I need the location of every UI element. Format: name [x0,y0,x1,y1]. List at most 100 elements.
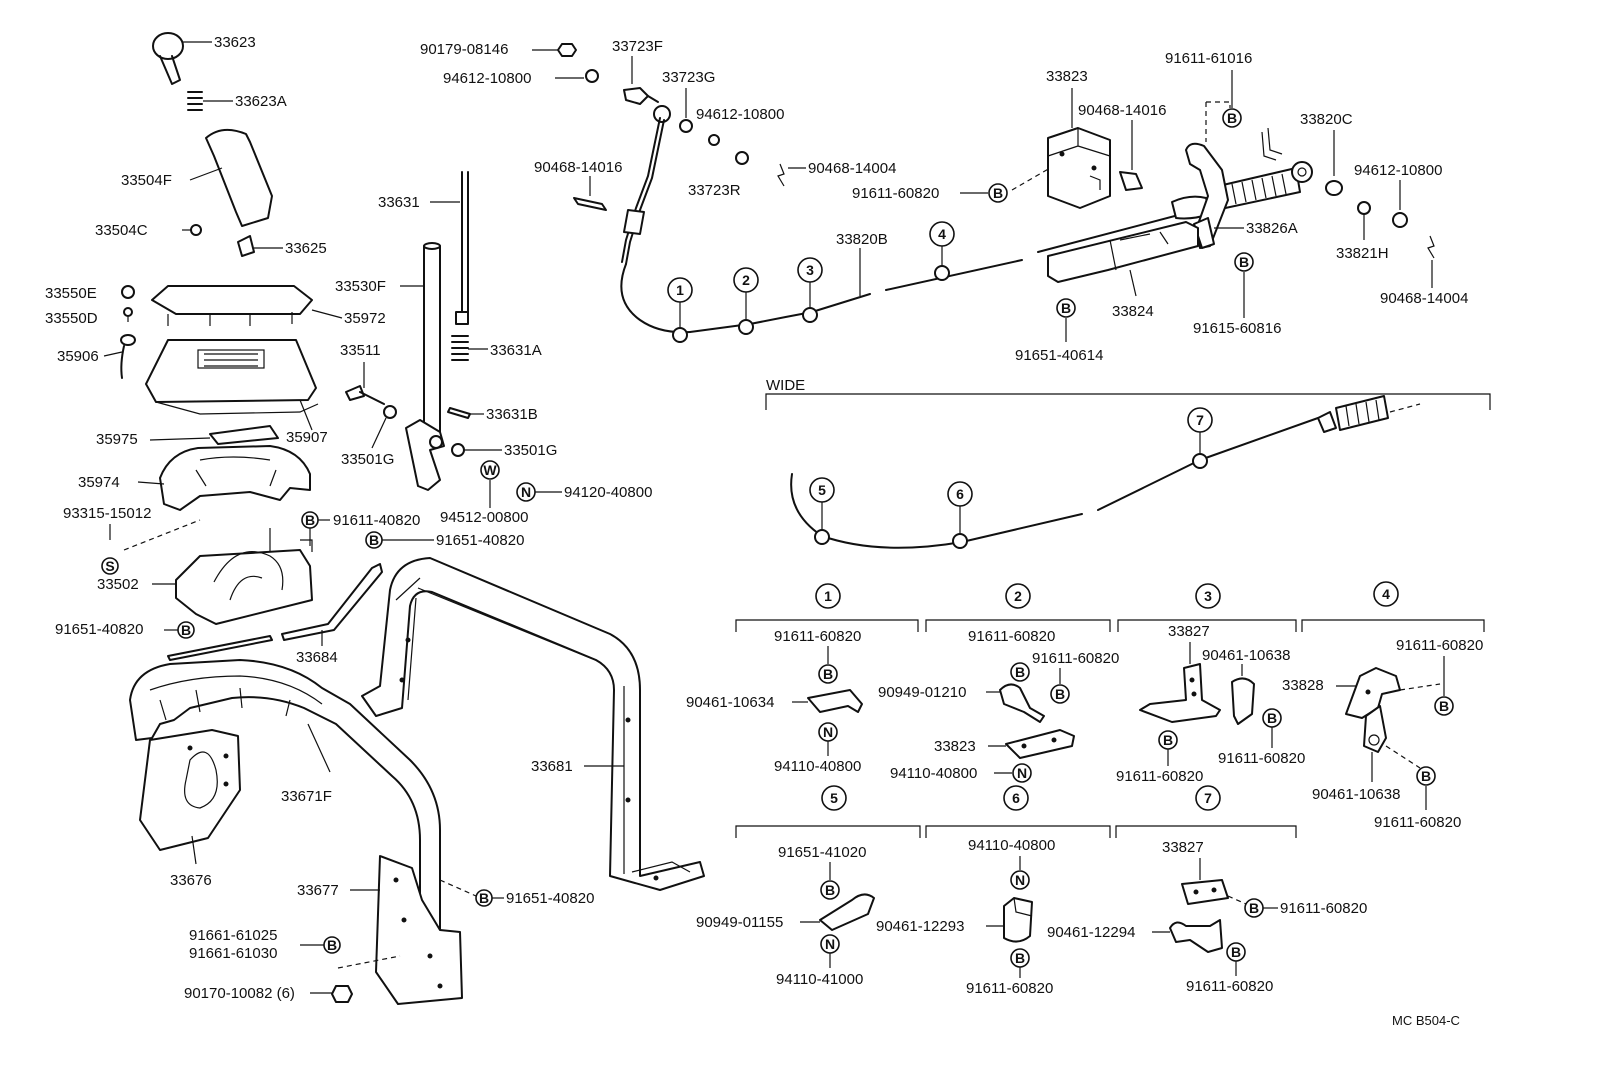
s7-label-91611-60820-b: 91611-60820 [1186,978,1273,995]
s4-label-91611-60820-b: 91611-60820 [1374,814,1461,831]
label-90468-14016-a: 90468-14016 [534,159,622,176]
bolt-symbol-91615-60816 [1234,252,1254,272]
label-33821H: 33821H [1336,245,1389,262]
label-33501G-a: 33501G [341,451,394,468]
s1-label-94110-40800: 94110-40800 [774,758,861,775]
svg-text:B: B [1439,698,1449,714]
label-91651-40820-b: 91651-40820 [436,532,524,549]
label-35975: 35975 [96,431,138,448]
label-33820B: 33820B [836,231,888,248]
svg-text:7: 7 [1196,412,1204,428]
svg-text:B: B [1227,110,1237,126]
label-33504F: 33504F [121,172,172,189]
label-33631B: 33631B [486,406,538,423]
shift-lever-group: 33631 33530F 33631A 33511 33631B 33501G … [335,171,652,526]
svg-text:5: 5 [818,482,826,498]
svg-text:B: B [1421,768,1431,784]
label-33631: 33631 [378,194,420,211]
svg-text:4: 4 [1382,586,1390,602]
label-33723G: 33723G [662,69,715,86]
label-33676: 33676 [170,872,212,889]
label-33625: 33625 [285,240,327,257]
label-33723F: 33723F [612,38,663,55]
label-35974: 35974 [78,474,120,491]
detail-section-2: 2 91611-60820 B 91611-60820 B 90949-0121… [878,583,1119,783]
detail-section-5: 5 91651-41020 B 90949-01155 N 94110-4100… [696,785,921,988]
svg-text:N: N [825,936,835,952]
cable-bracket-group: 33823 90468-14016 91611-60820 B 33824 B … [852,68,1199,364]
svg-text:B: B [369,532,379,548]
s2-label-94110-40800: 94110-40800 [890,765,977,782]
label-33671F: 33671F [281,788,332,805]
label-35907: 35907 [286,429,328,446]
s7-label-91611-60820-a: 91611-60820 [1280,900,1367,917]
s7-label-90461-12294: 90461-12294 [1047,924,1135,941]
label-91661-61030: 91661-61030 [189,945,277,962]
svg-text:W: W [483,462,497,478]
bolt-symbol-91651-40614 [1056,298,1076,318]
svg-text:B: B [327,937,337,953]
label-94120-40800: 94120-40800 [564,484,652,501]
main-cable-group: 1 2 3 4 33820B 33826A B 91611-61016 [667,50,1468,343]
bolt-symbol-91661 [323,936,341,954]
svg-text:7: 7 [1204,790,1212,806]
label-91611-61016: 91611-61016 [1165,50,1252,67]
svg-text:B: B [305,512,315,528]
svg-text:B: B [1239,254,1249,270]
svg-text:B: B [181,622,191,638]
label-91611-40820: 91611-40820 [333,512,420,529]
s2-label-91611-60820-a: 91611-60820 [968,628,1055,645]
bolt-symbol-91611-61016 [1222,108,1242,128]
svg-text:B: B [1267,710,1277,726]
label-94612-10800-c: 94612-10800 [1354,162,1442,179]
svg-text:B: B [1231,944,1241,960]
detail-section-4: 4 91611-60820 B 33828 B 90461-10638 9161… [1282,581,1485,831]
s3-label-91611-60820-a: 91611-60820 [1116,768,1203,785]
s4-label-33828: 33828 [1282,677,1324,694]
label-33504C: 33504C [95,222,148,239]
frame-bracket-group: 33671F 33676 33677 33681 B 91651-40820 9… [129,557,705,1005]
svg-text:N: N [823,724,833,740]
svg-text:B: B [823,666,833,682]
s1-label-91611-60820: 91611-60820 [774,628,861,645]
detail-section-7: 7 33827 B 91611-60820 90461-12294 B 9161… [1047,785,1367,995]
label-90179-08146: 90179-08146 [420,41,508,58]
s1-label-90461-10634: 90461-10634 [686,694,774,711]
label-91611-60820-a: 91611-60820 [852,185,939,202]
label-94512-00800: 94512-00800 [440,509,528,526]
label-90468-14004-b: 90468-14004 [1380,290,1468,307]
label-33684: 33684 [296,649,338,666]
s7-label-33827: 33827 [1162,839,1204,856]
svg-text:1: 1 [676,282,684,298]
bolt-symbol-91611-60820-a [988,183,1008,203]
label-33631A: 33631A [490,342,542,359]
wide-group: WIDE 5 6 7 [765,377,1491,549]
svg-text:N: N [1015,872,1025,888]
s6-label-90461-12293: 90461-12293 [876,918,964,935]
s6-label-91611-60820: 91611-60820 [966,980,1053,997]
svg-text:B: B [1015,664,1025,680]
svg-text:N: N [1017,765,1027,781]
s5-label-94110-41000: 94110-41000 [776,971,863,988]
s6-label-94110-40800: 94110-40800 [968,837,1055,854]
svg-text:B: B [1249,900,1259,916]
label-91661-61025: 91661-61025 [189,927,277,944]
label-91651-40820-a: 91651-40820 [55,621,143,638]
detail-section-6: 6 94110-40800 N 90461-12293 B 91611-6082… [876,785,1111,997]
svg-text:5: 5 [830,790,838,806]
washer-symbol [480,460,500,480]
svg-text:2: 2 [1014,588,1022,604]
label-90170-10082: 90170-10082 (6) [184,985,295,1002]
callout-1 [667,277,693,303]
bolt-symbol-91651-40820-a [177,621,195,639]
label-91615-60816: 91615-60816 [1193,320,1281,337]
svg-text:2: 2 [742,272,750,288]
s5-label-90949-01155: 90949-01155 [696,914,783,931]
diagram-code: MC B504-C [1392,1013,1460,1028]
callout-5 [809,477,835,503]
label-33823-a: 33823 [1046,68,1088,85]
s2-label-33823: 33823 [934,738,976,755]
svg-text:B: B [479,890,489,906]
label-33824: 33824 [1112,303,1154,320]
